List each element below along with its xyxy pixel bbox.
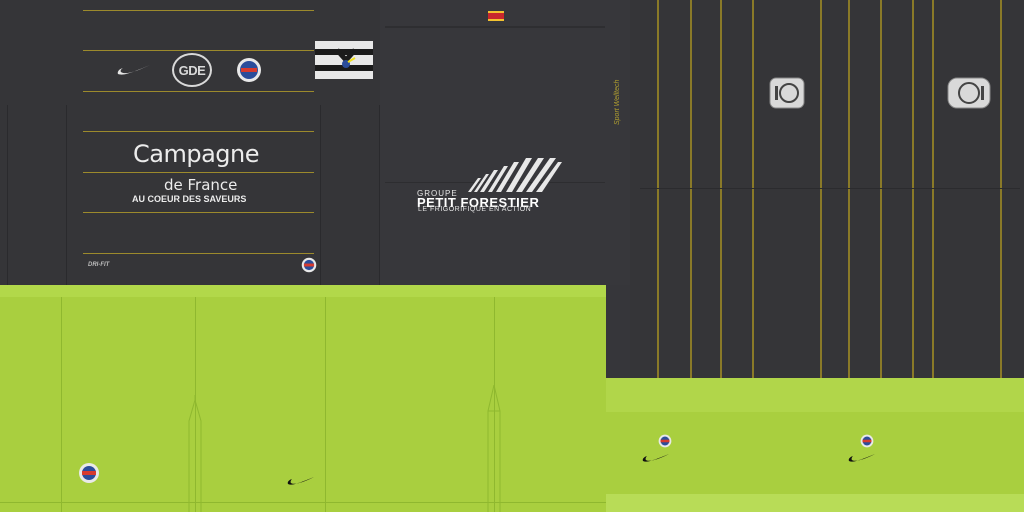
- front-right-inner-seam: [320, 105, 321, 285]
- flag-icon: [488, 11, 504, 21]
- shorts-seam: [195, 297, 196, 512]
- socks-band: [606, 378, 1024, 412]
- ligue-badge-icon: [237, 58, 261, 82]
- sleeve-hem-line: [640, 188, 1020, 189]
- front-sponsor-tagline: AU COEUR DES SAVEURS: [132, 194, 247, 204]
- back-shirt-panel: [380, 0, 630, 285]
- pinstripe-line: [83, 131, 314, 132]
- shorts-waistband: [0, 285, 606, 297]
- pinstripe-line: [83, 212, 314, 213]
- swoosh-icon: [642, 454, 669, 462]
- swoosh-icon: [848, 454, 875, 462]
- chevron-icon: [335, 48, 357, 68]
- shorts-seam: [61, 297, 62, 512]
- forestier-stripes-icon: [468, 158, 562, 192]
- front-sponsor-subtitle: de France: [164, 176, 238, 194]
- pinstripe: [1000, 0, 1002, 378]
- front-sponsor-title: Campagne: [133, 140, 260, 168]
- shorts-panel: [0, 285, 606, 512]
- swoosh-icon: [287, 477, 314, 485]
- back-sponsor-slogan: LE FRIGORIFIQUE EN ACTION: [418, 206, 532, 213]
- sleeve-panel: [630, 0, 1024, 378]
- front-left-inner-seam: [66, 105, 67, 285]
- pinstripe: [657, 0, 659, 378]
- back-collar-line: [385, 26, 605, 28]
- back-sponsor-group: GROUPE: [417, 189, 458, 198]
- front-right-seam: [379, 105, 380, 285]
- pinstripe-line: [83, 10, 314, 11]
- pinstripe: [720, 0, 722, 378]
- pinstripe-line: [83, 91, 314, 92]
- tech-label: DRI-FIT: [88, 262, 110, 268]
- brand-logo: GDE: [172, 53, 212, 87]
- shorts-hem: [0, 502, 606, 503]
- shorts-split: [487, 385, 501, 512]
- pinstripe-line: [83, 50, 314, 51]
- pinstripe: [752, 0, 754, 378]
- ligue1-patch-icon: [769, 77, 805, 109]
- club-badge-icon: [658, 434, 672, 448]
- pinstripe: [848, 0, 850, 378]
- pinstripe-line: [83, 253, 314, 254]
- ligue1-patch-icon: [947, 77, 991, 109]
- sleeve-stripe: [315, 65, 373, 71]
- back-sponsor-name: PETIT FORESTIER: [417, 195, 540, 210]
- shorts-seam: [494, 297, 495, 512]
- pinstripe: [690, 0, 692, 378]
- pinstripe: [932, 0, 934, 378]
- pinstripe-line: [83, 172, 314, 173]
- shorts-split: [188, 395, 202, 512]
- front-left-seam: [7, 105, 8, 285]
- swoosh-icon: [117, 65, 150, 75]
- sleeve-stripe: [315, 49, 373, 55]
- pinstripe: [880, 0, 882, 378]
- sleeve-logo-swatch: [315, 41, 373, 79]
- pinstripe: [912, 0, 914, 378]
- shorts-seam: [325, 297, 326, 512]
- club-badge-icon: [79, 463, 99, 483]
- signature: Sport Welltech: [614, 79, 621, 125]
- pinstripe: [820, 0, 822, 378]
- club-badge-icon: [301, 257, 317, 273]
- club-badge-icon: [860, 434, 874, 448]
- socks-bottom-band: [606, 494, 1024, 512]
